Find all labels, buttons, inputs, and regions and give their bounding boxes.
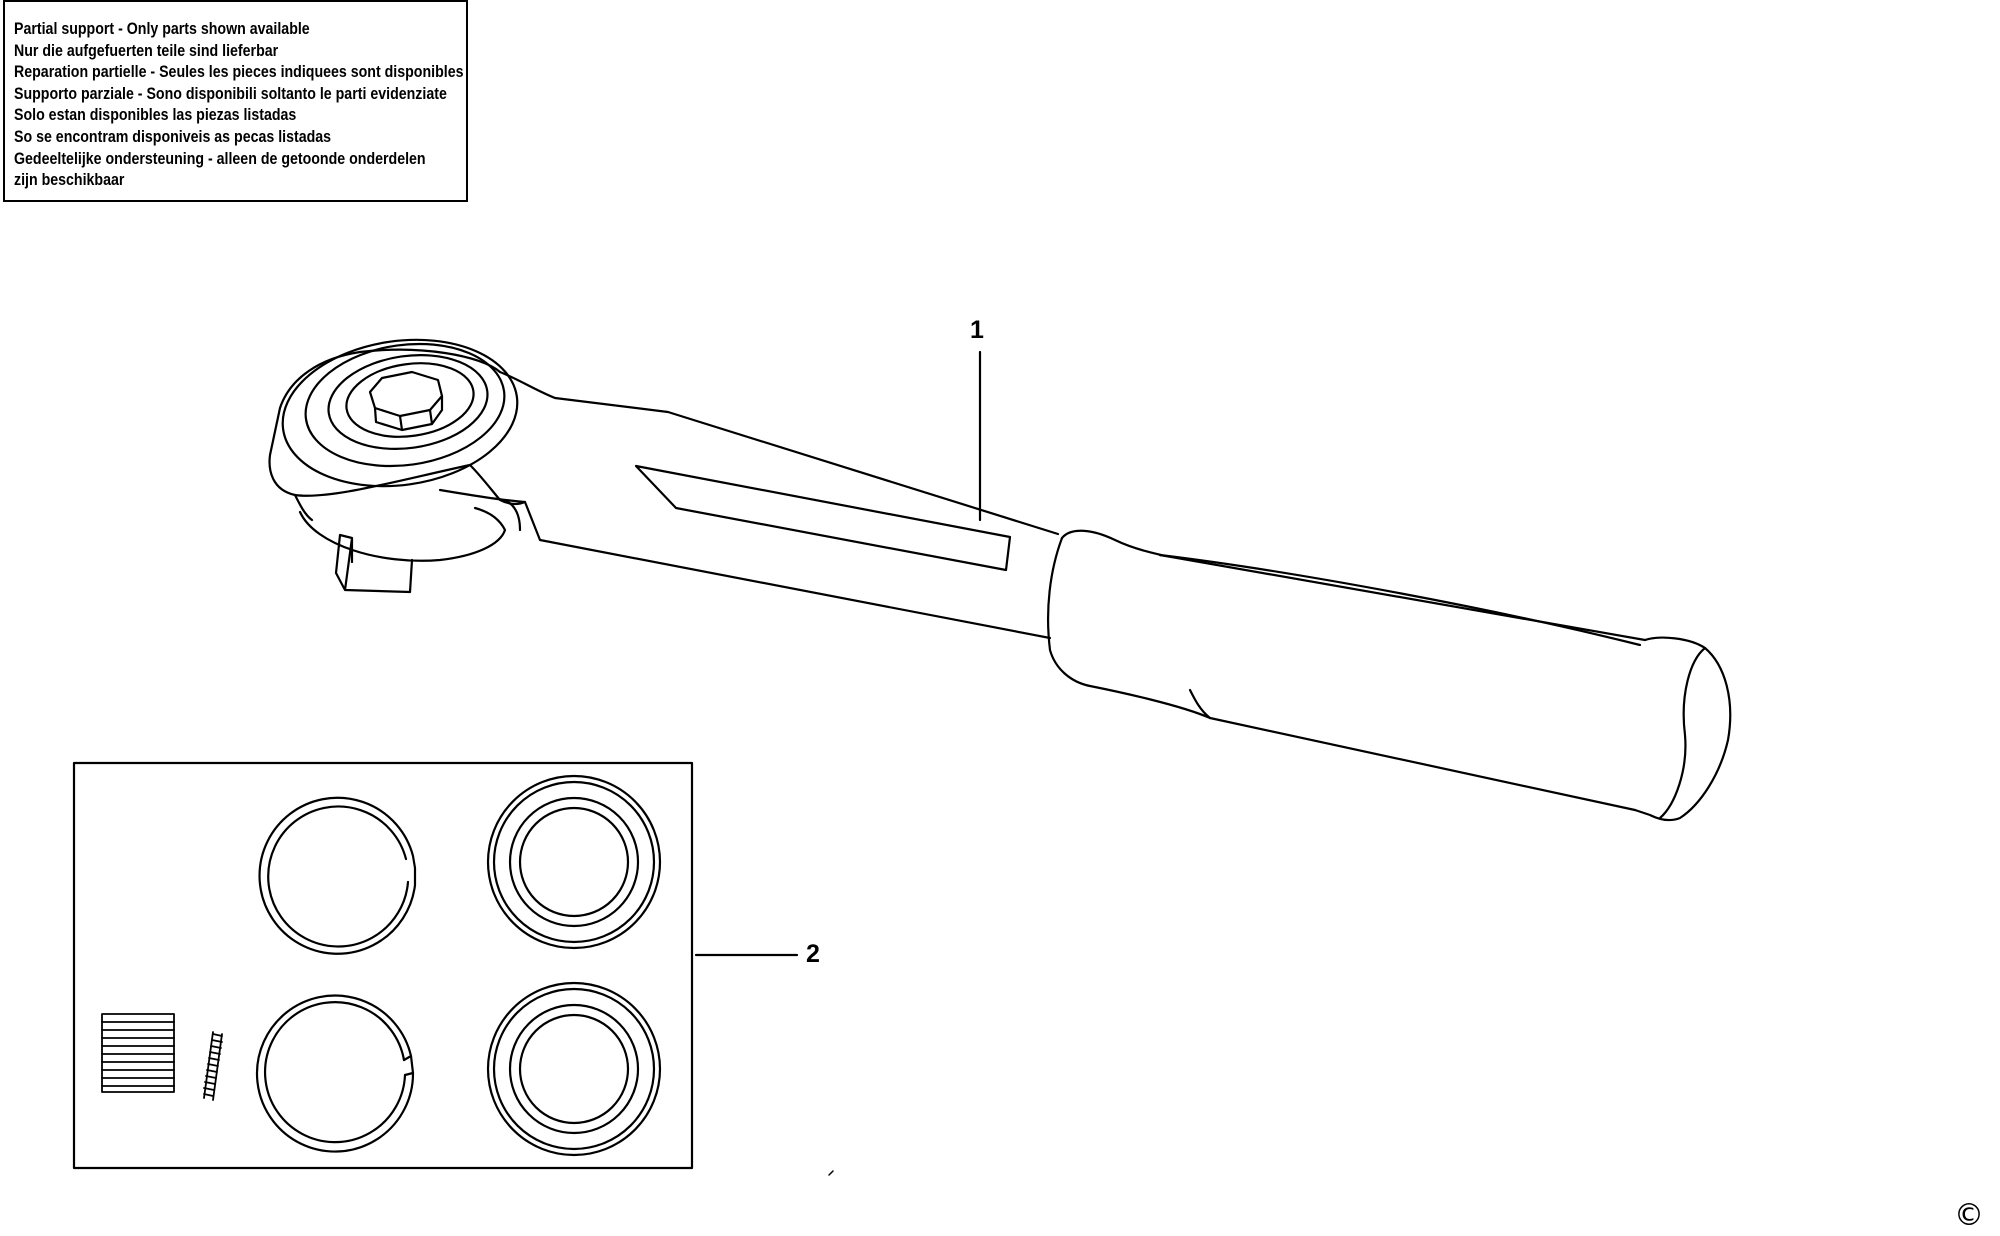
- ratchet-head-body: [268, 348, 502, 497]
- copyright-symbol: ©: [1954, 1198, 1984, 1233]
- callout-part-2: 2: [806, 940, 820, 968]
- notice-line-en: Partial support - Only parts shown avail…: [14, 20, 310, 38]
- release-hex-button: [368, 370, 444, 418]
- square-drive: [334, 533, 414, 594]
- wrench-beam-top: [498, 370, 1060, 536]
- c-ring-top: [258, 796, 417, 955]
- spring: [203, 1031, 223, 1101]
- handle-ridge: [1158, 553, 1642, 647]
- pawl: [101, 1013, 175, 1093]
- notice-line-nl-1: Gedeeltelijke ondersteuning - alleen de …: [14, 149, 426, 168]
- notice-line-de: Nur die aufgefuerten teile sind lieferba…: [14, 41, 279, 60]
- ratchet-wrench: [268, 338, 1732, 822]
- partial-support-notice: Partial support - Only parts shown avail…: [3, 0, 468, 202]
- seal-ring-top: [486, 774, 662, 950]
- ratchet-head-ring-inner: [327, 354, 489, 450]
- notice-line-nl-2: zijn beschikbaar: [14, 171, 125, 190]
- notice-line-es: Solo estan disponibles las piezas listad…: [14, 106, 297, 125]
- wrench-beam-bottom: [468, 463, 1052, 640]
- ratchet-head-ring-mid: [304, 342, 506, 468]
- c-ring-bottom: [255, 994, 415, 1153]
- ratchet-head-underside: [298, 506, 507, 562]
- seal-ring-bottom: [486, 981, 662, 1157]
- handle-end-cap: [1633, 636, 1732, 822]
- ratchet-head-ring-outer: [281, 338, 519, 488]
- notice-line-fr: Reparation partielle - Seules les pieces…: [14, 63, 464, 82]
- notice-line-it: Supporto parziale - Sono disponibili sol…: [14, 84, 447, 103]
- callout-part-1: 1: [970, 316, 984, 344]
- label-panel: [634, 464, 1012, 572]
- repair-kit-box: [72, 761, 694, 1170]
- notice-line-pt: So se encontram disponiveis as pecas lis…: [14, 127, 332, 146]
